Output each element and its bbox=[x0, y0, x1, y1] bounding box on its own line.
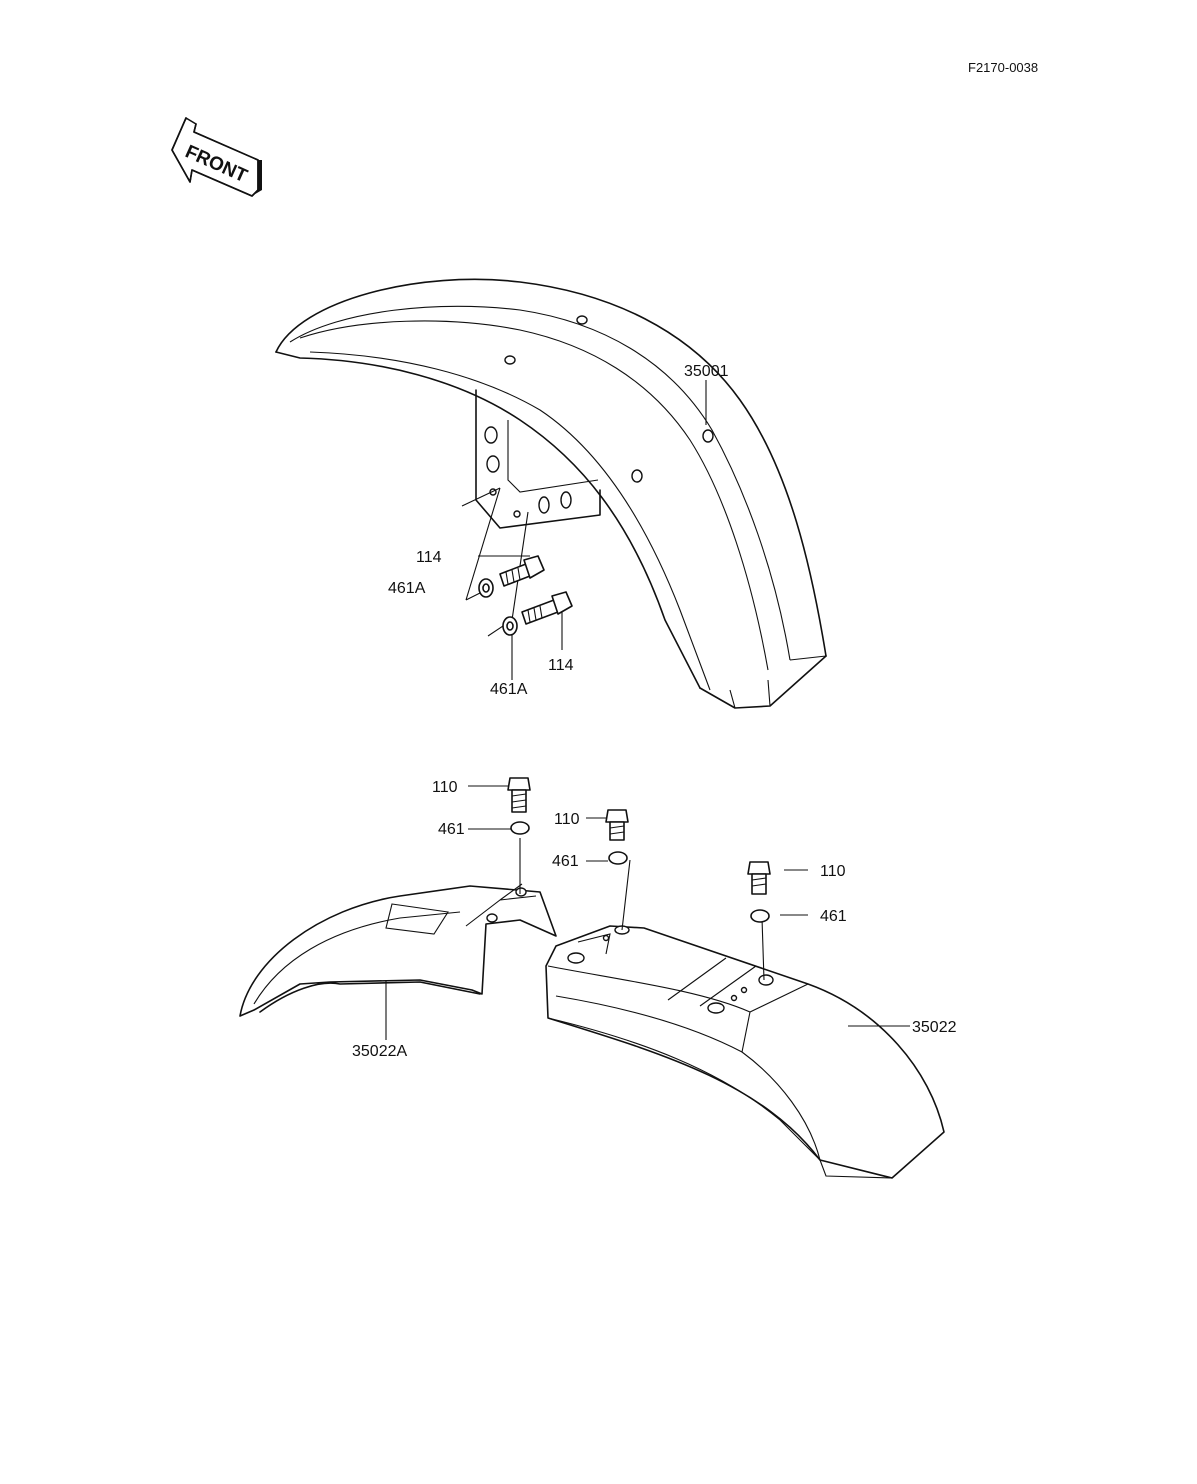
bolt-110-a bbox=[507, 777, 531, 813]
bolt-114-lower bbox=[521, 591, 573, 625]
label-461a-upper: 461A bbox=[388, 580, 426, 597]
diagram-code: F2170-0038 bbox=[968, 60, 1038, 75]
label-110-b: 110 bbox=[554, 811, 580, 828]
washer-461a-upper bbox=[478, 578, 494, 598]
label-35001: 35001 bbox=[684, 363, 729, 380]
front-fender bbox=[275, 278, 827, 709]
bolt-114-upper bbox=[499, 555, 545, 587]
rear-fender bbox=[545, 925, 945, 1179]
label-461-c: 461 bbox=[820, 908, 847, 925]
label-461a-lower: 461A bbox=[490, 681, 528, 698]
label-114-lower: 114 bbox=[548, 657, 574, 674]
label-114-upper: 114 bbox=[416, 549, 442, 566]
washer-461-b bbox=[608, 851, 628, 865]
label-110-a: 110 bbox=[432, 779, 458, 796]
bolt-110-c bbox=[747, 861, 771, 895]
label-110-c: 110 bbox=[820, 863, 846, 880]
label-35022: 35022 bbox=[912, 1019, 957, 1036]
bolt-110-b bbox=[605, 809, 629, 841]
washer-461-c bbox=[750, 909, 770, 923]
front-arrow-icon: FRONT bbox=[171, 117, 262, 197]
label-35022a: 35022A bbox=[352, 1043, 407, 1060]
label-461-a: 461 bbox=[438, 821, 465, 838]
washer-461a-lower bbox=[502, 616, 518, 636]
label-461-b: 461 bbox=[552, 853, 579, 870]
washer-461-a bbox=[510, 821, 530, 835]
rear-fender-front-piece bbox=[239, 883, 557, 1017]
